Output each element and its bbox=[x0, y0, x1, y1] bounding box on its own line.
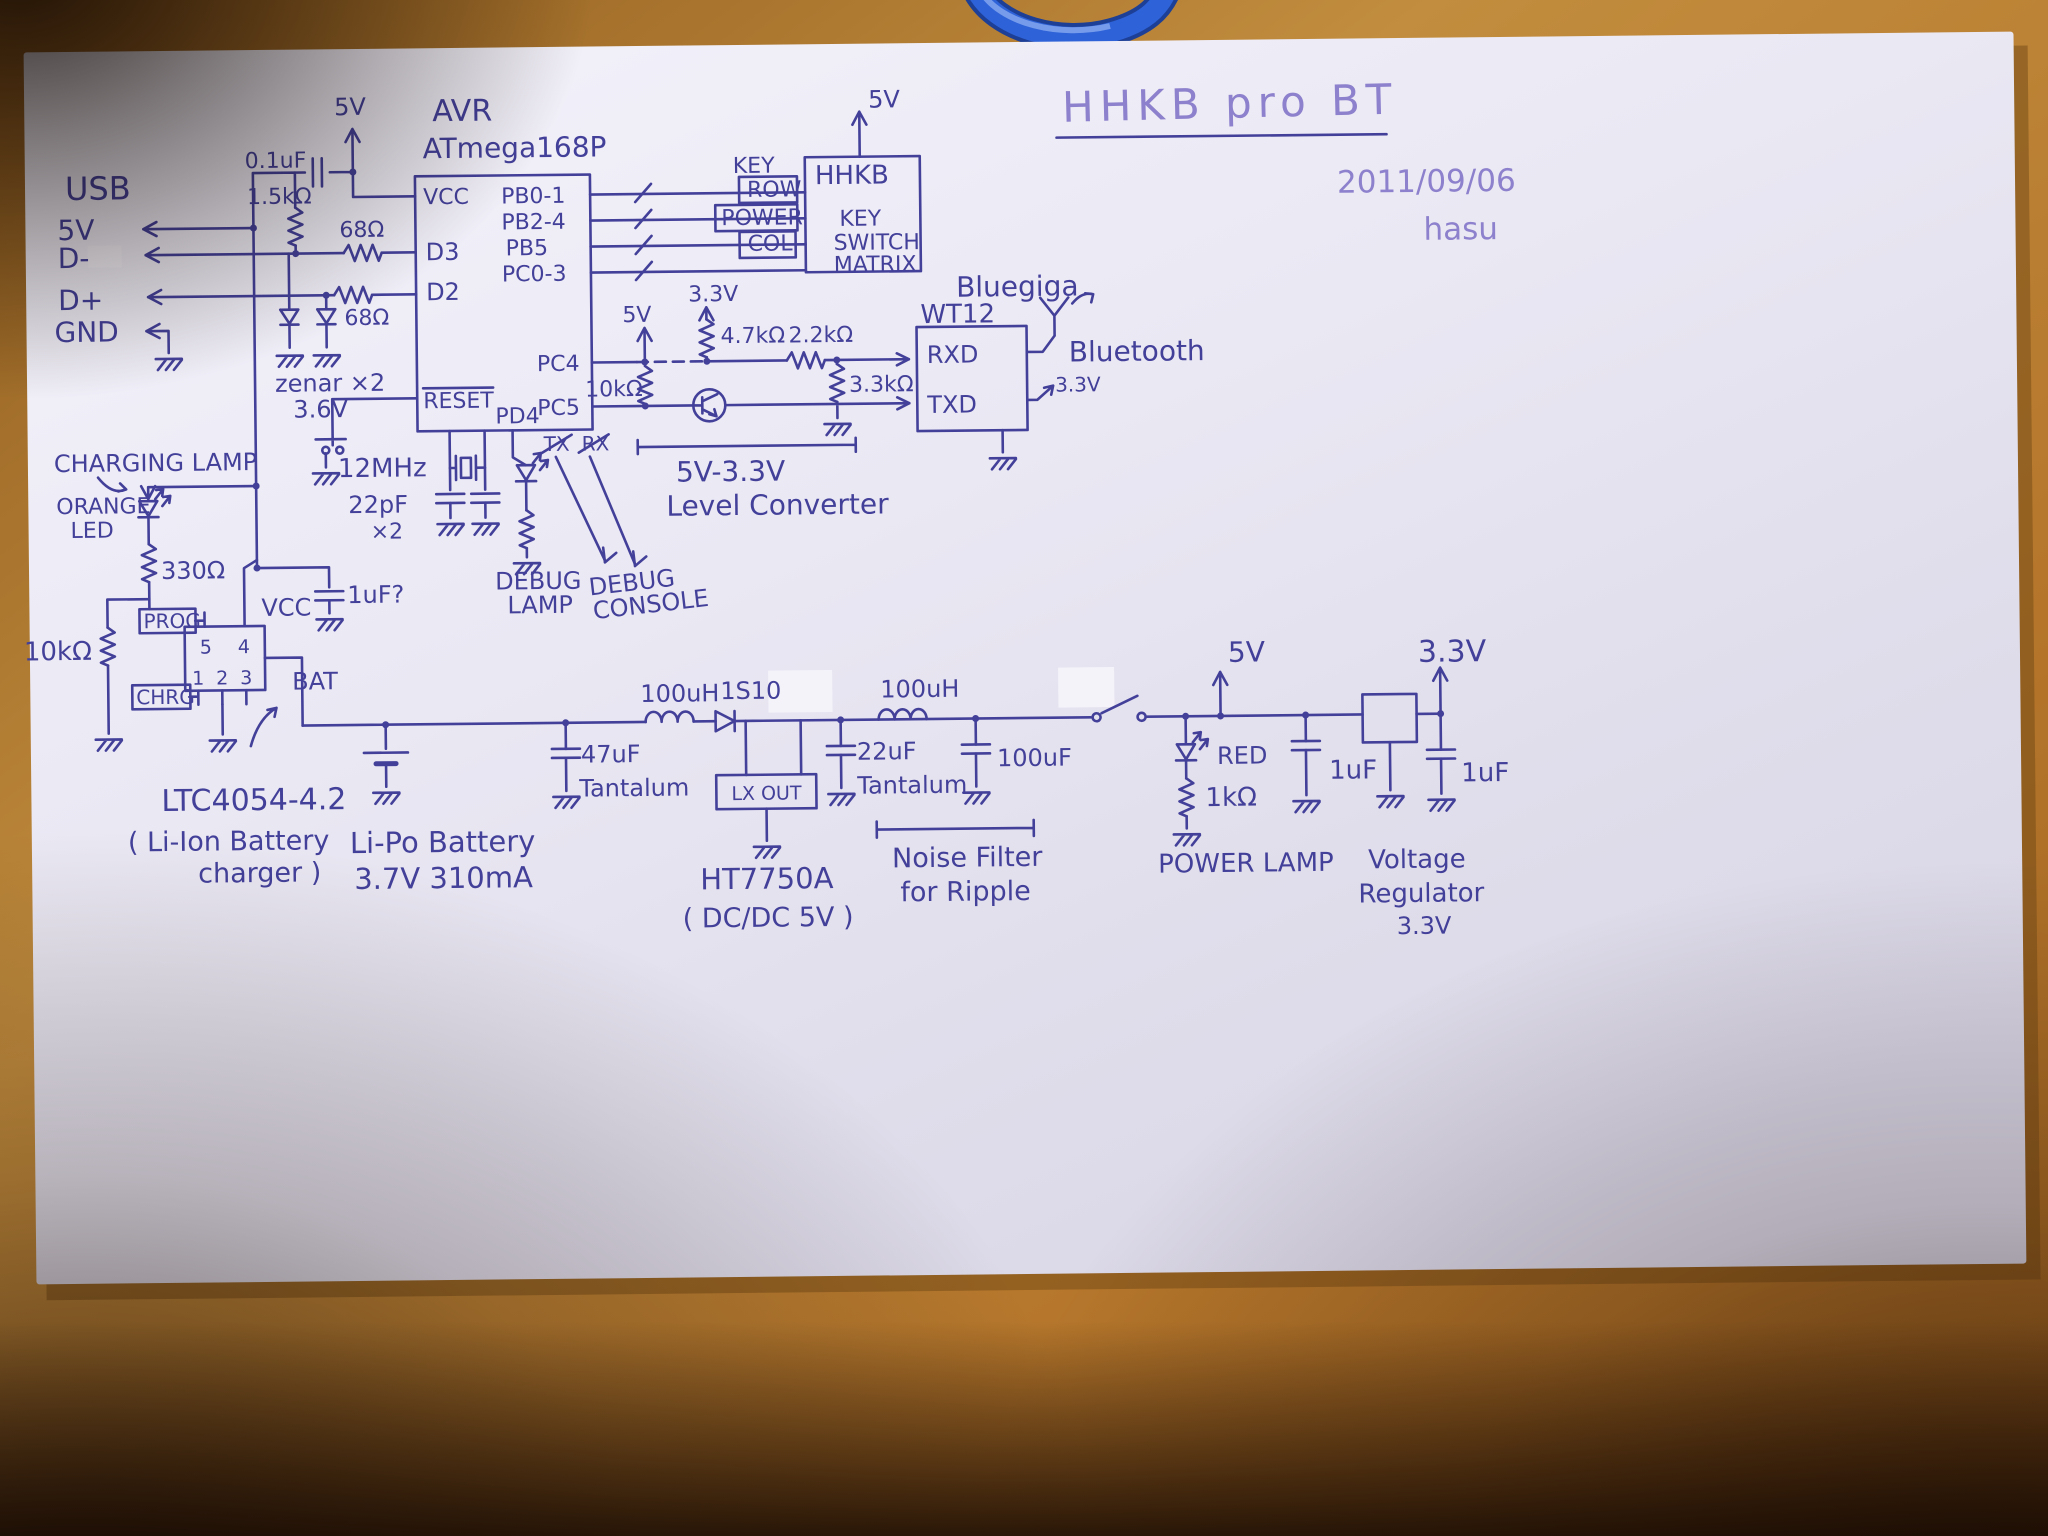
vignette-bottom-strip bbox=[0, 0, 2048, 1536]
schematic-photo: HHKB pro BT 2011/09/06 hasu USB 5V D- D+… bbox=[0, 0, 2048, 1536]
